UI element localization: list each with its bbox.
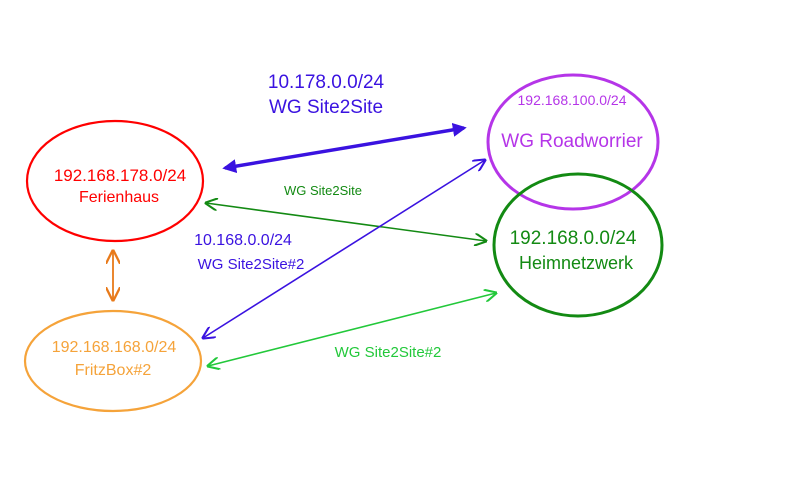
site2site2-lightgreen-label: WG Site2Site#2 — [334, 344, 442, 361]
heimnetzwerk-subnet: 192.168.0.0/24 — [509, 228, 637, 249]
ferienhaus-subnet: 192.168.178.0/24 — [53, 166, 187, 185]
site2site2-blue-subnet: 10.168.0.0/24 — [194, 232, 292, 249]
site2site2-blue-label: WG Site2Site#2 — [197, 256, 305, 273]
site2site-green-label: WG Site2Site — [283, 183, 363, 198]
fritzbox-subnet: 192.168.168.0/24 — [51, 339, 177, 356]
node-fritzbox — [23, 309, 203, 413]
heimnetzwerk-name: Heimnetzwerk — [518, 253, 634, 273]
node-roadworrier — [486, 73, 660, 211]
roadworrier-name: WG Roadworrier — [501, 131, 643, 152]
fritzbox-name: FritzBox#2 — [74, 362, 152, 379]
ferienhaus-name: Ferienhaus — [78, 189, 160, 206]
node-heimnetzwerk — [492, 172, 664, 318]
site2site-main-subnet: 10.178.0.0/24 — [267, 72, 385, 93]
roadworrier-subnet: 192.168.100.0/24 — [517, 92, 627, 108]
site2site-main-label: WG Site2Site — [268, 97, 384, 118]
link-site2site2-lightgreen-arrow — [208, 293, 496, 366]
link-site2site-main-arrow — [222, 122, 467, 174]
